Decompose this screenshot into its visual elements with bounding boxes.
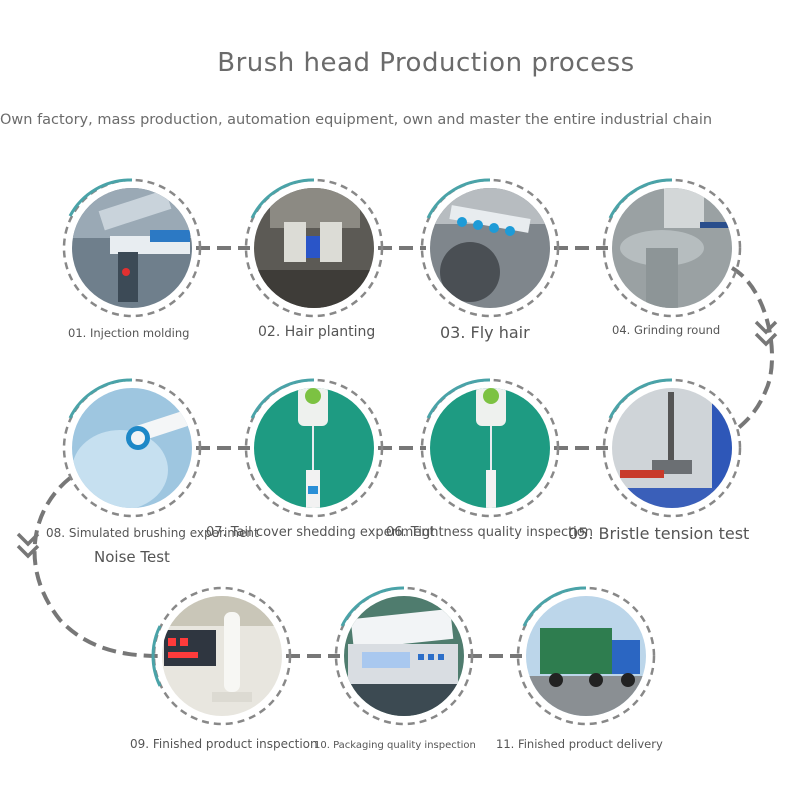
page-title: Brush head Production process <box>217 48 635 78</box>
chevron-down-icon <box>16 532 40 559</box>
step-5-label: 05. Bristle tension test <box>568 524 750 543</box>
step-9-image <box>151 586 292 726</box>
step-6-image <box>420 378 560 518</box>
page-subtitle: Own factory, mass production, automation… <box>0 112 713 128</box>
step-3-image <box>420 178 560 318</box>
step-5-image <box>602 378 742 518</box>
noise-test-label: Noise Test <box>94 548 170 566</box>
chevron-down-icon <box>754 320 778 347</box>
step-8-label: 08. Simulated brushing experiment <box>46 526 259 540</box>
connector-lines <box>32 246 774 658</box>
step-1-label: 01. Injection molding <box>68 326 190 340</box>
step-10-image <box>334 586 474 726</box>
step-2-label: 02. Hair planting <box>258 324 376 340</box>
step-4-label: 04. Grinding round <box>612 323 721 337</box>
step-3-label: 03. Fly hair <box>440 323 530 342</box>
step-10-label: 10. Packaging quality inspection <box>314 740 476 751</box>
step-11-image <box>516 586 656 726</box>
step-11-label: 11. Finished product delivery <box>496 737 663 751</box>
step-7-label: 07. Tail cover shedding experiment <box>206 525 435 540</box>
step-4-image <box>602 178 742 318</box>
step-9-label: 09. Finished product inspection <box>130 737 318 751</box>
step-8-image <box>62 378 202 518</box>
step-6-label: 06. Tightness quality inspection <box>386 525 593 540</box>
step-7-image <box>244 378 384 518</box>
step-1-image <box>62 178 202 318</box>
step-2-image <box>244 178 384 318</box>
